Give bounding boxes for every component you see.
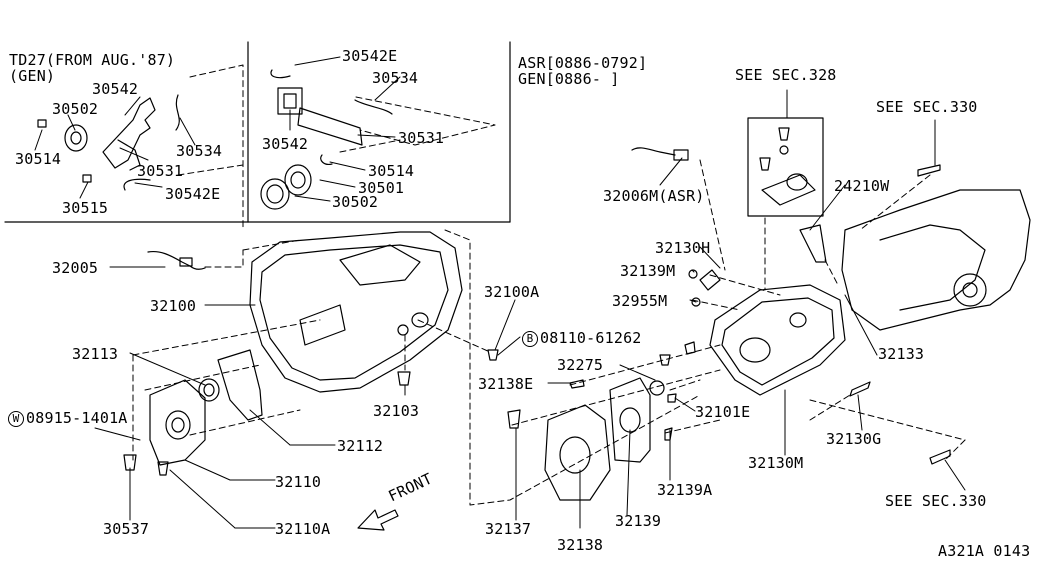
part-label-32138e: 32138E <box>478 375 534 393</box>
part-label-32005: 32005 <box>52 259 99 277</box>
part-label-32130g: 32130G <box>826 430 882 448</box>
see-sec-330-bottom: SEE SEC.330 <box>885 492 987 510</box>
inset-left-title-line2: (GEN) <box>9 67 56 85</box>
sec328-box <box>747 117 824 217</box>
see-sec-328: SEE SEC.328 <box>735 66 837 84</box>
part-label-30534: 30534 <box>176 142 223 160</box>
adapter-plates <box>507 354 677 501</box>
part-label-32101e: 32101E <box>695 403 751 421</box>
asr-switch <box>631 147 689 161</box>
part-label-32275: 32275 <box>557 356 604 374</box>
part-label-32112: 32112 <box>337 437 384 455</box>
asr-date-range: ASR[0886-0792] <box>518 54 648 72</box>
part-label-32139m: 32139M <box>620 262 676 280</box>
dash-guides <box>132 64 966 506</box>
part-label-32100: 32100 <box>150 297 197 315</box>
rear-housing <box>684 269 871 397</box>
part-label-32006m: 32006M(ASR) <box>603 187 705 205</box>
part-label-30515: 30515 <box>62 199 109 217</box>
part-label-32110a: 32110A <box>275 520 331 538</box>
part-label-32133: 32133 <box>878 345 925 363</box>
bolt-mark-icon: B <box>522 331 538 347</box>
part-label-32113: 32113 <box>72 345 119 363</box>
part-label-32110: 32110 <box>275 473 322 491</box>
part-number-08110: 08110-61262 <box>540 329 642 347</box>
part-number-08915: 08915-1401A <box>26 409 128 427</box>
part-label-32130m: 32130M <box>748 454 804 472</box>
part-label-30542e-mid: 30542E <box>342 47 398 65</box>
see-sec-330-top: SEE SEC.330 <box>876 98 978 116</box>
part-label-32130h: 32130H <box>655 239 711 257</box>
part-label-30501: 30501 <box>358 179 405 197</box>
part-label-32103: 32103 <box>373 402 420 420</box>
part-label-30542e: 30542E <box>165 185 221 203</box>
part-label-32139: 32139 <box>615 512 662 530</box>
part-label-30514-mid: 30514 <box>368 162 415 180</box>
part-label-30542-mid: 30542 <box>262 135 309 153</box>
part-label-30531-mid: 30531 <box>398 129 445 147</box>
part-label-32100a: 32100A <box>484 283 540 301</box>
front-cover <box>123 250 499 476</box>
diagram-code: A321A 0143 <box>938 542 1031 560</box>
inset-left-parts <box>37 94 180 191</box>
part-label-30502: 30502 <box>52 100 99 118</box>
inset-mid-parts <box>260 69 393 210</box>
engine-outline <box>799 164 1031 465</box>
part-label-32138: 32138 <box>557 536 604 554</box>
bell-housing <box>249 231 463 393</box>
part-label-32955m: 32955M <box>612 292 668 310</box>
inset-left-title-line1: TD27(FROM AUG.'87) <box>9 51 176 69</box>
part-label-30502-mid: 30502 <box>332 193 379 211</box>
part-label-30514: 30514 <box>15 150 62 168</box>
part-label-30542: 30542 <box>92 80 139 98</box>
washer-mark-icon: W <box>8 411 24 427</box>
part-label-30534-mid: 30534 <box>372 69 419 87</box>
part-label-30531: 30531 <box>137 162 184 180</box>
part-label-32139a: 32139A <box>657 481 713 499</box>
leader-lines <box>34 56 966 529</box>
gen-date-range: GEN[0886- ] <box>518 70 620 88</box>
inset-frames <box>4 41 511 223</box>
part-label-32137: 32137 <box>485 520 532 538</box>
front-arrow <box>357 509 399 531</box>
part-label-24210w: 24210W <box>834 177 890 195</box>
part-label-30537: 30537 <box>103 520 150 538</box>
